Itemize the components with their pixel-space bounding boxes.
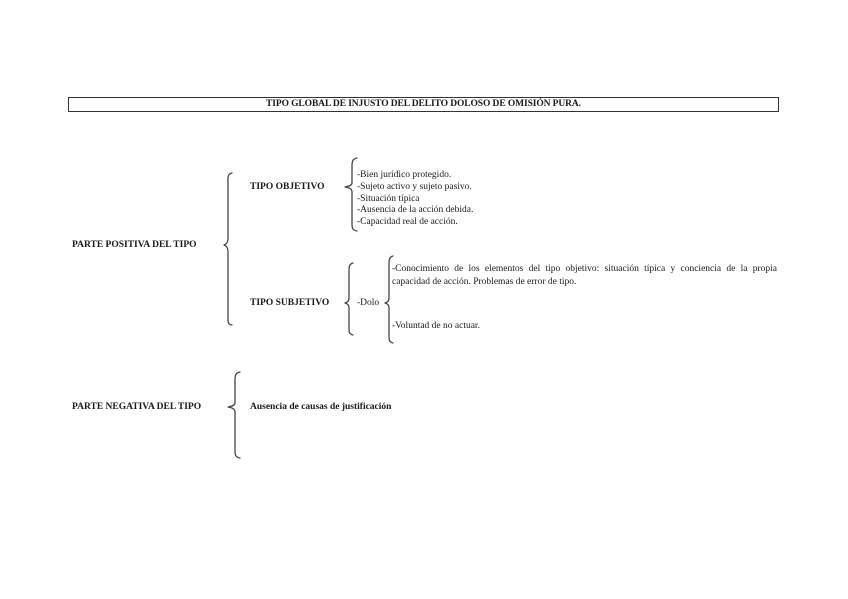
objective-item: -Bien jurídico protegido. bbox=[357, 170, 452, 180]
negative-item: Ausencia de causas de justificación bbox=[250, 402, 392, 412]
dolo-label: -Dolo bbox=[357, 298, 380, 308]
objective-type-brace-icon bbox=[344, 157, 358, 232]
subjective-type-brace-icon bbox=[344, 262, 354, 336]
subjective-type-label: TIPO SUBJETIVO bbox=[250, 298, 330, 308]
objective-item: -Capacidad real de acción. bbox=[357, 217, 458, 228]
negative-part-brace-icon bbox=[227, 371, 241, 459]
objective-items-list: -Bien jurídico protegido. -Sujeto activo… bbox=[357, 170, 473, 229]
dolo-item-knowledge: -Conocimiento de los elementos del tipo … bbox=[392, 264, 777, 287]
document-title: TIPO GLOBAL DE INJUSTO DEL DELITO DOLOSO… bbox=[68, 97, 779, 112]
objective-item: -Sujeto activo y sujeto pasivo. bbox=[357, 181, 472, 192]
positive-part-label: PARTE POSITIVA DEL TIPO bbox=[72, 240, 197, 250]
objective-item: -Ausencia de la acción debida. bbox=[357, 205, 474, 216]
dolo-brace-icon bbox=[384, 255, 394, 344]
negative-part-label: PARTE NEGATIVA DEL TIPO bbox=[72, 402, 202, 412]
positive-part-brace-icon bbox=[223, 172, 233, 326]
objective-item: -Situación típica bbox=[357, 193, 420, 204]
objective-type-label: TIPO OBJETIVO bbox=[250, 182, 325, 192]
dolo-item-will: -Voluntad de no actuar. bbox=[392, 321, 480, 331]
